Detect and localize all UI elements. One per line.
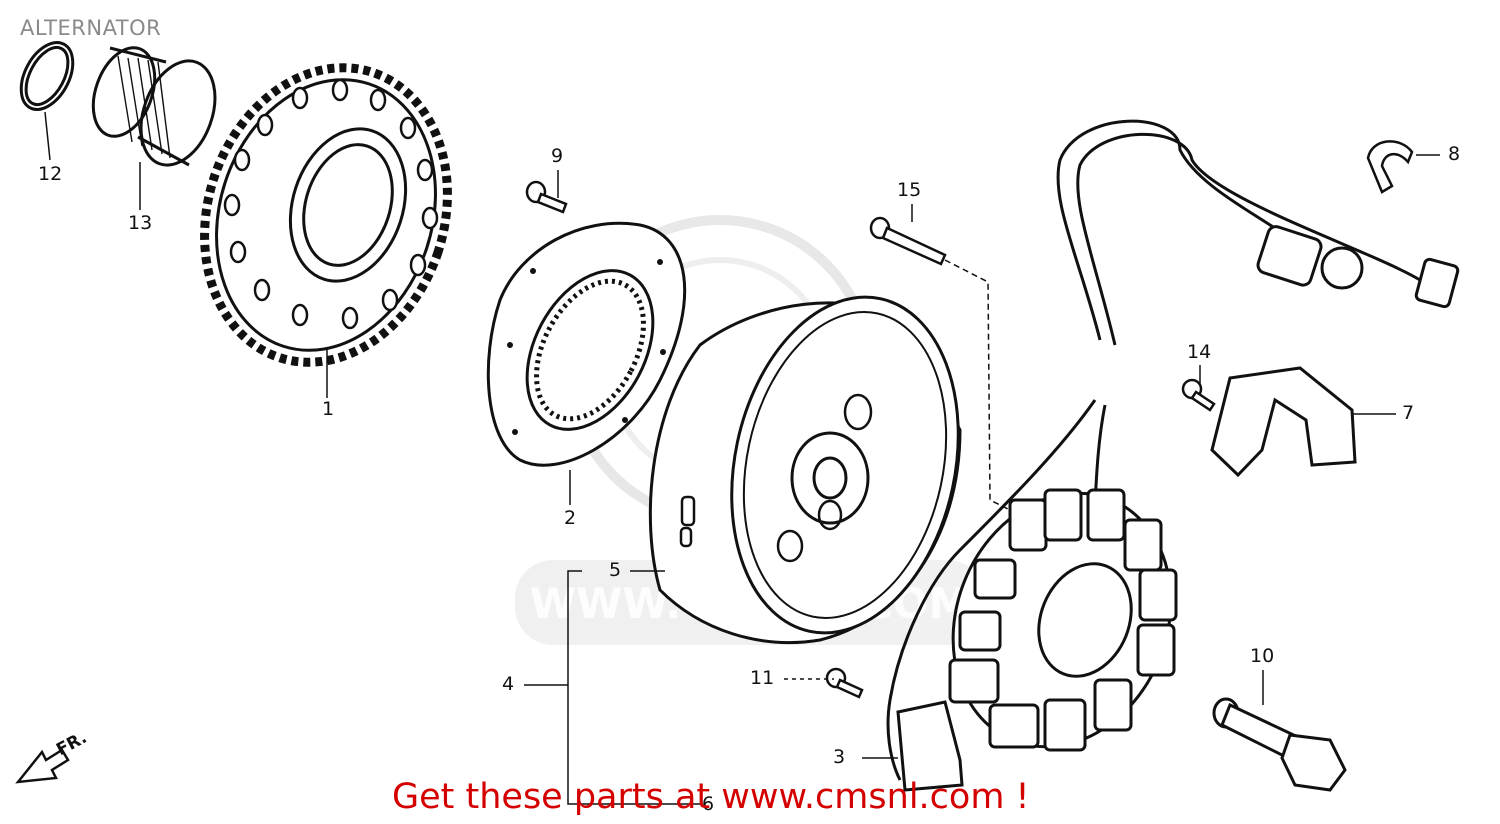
wire-clamp-part bbox=[1366, 140, 1414, 194]
callout-12: 12 bbox=[38, 163, 63, 185]
wire-harness-part bbox=[886, 119, 1421, 781]
callout-14: 14 bbox=[1187, 341, 1212, 363]
flywheel-part bbox=[648, 295, 962, 644]
callout-9: 9 bbox=[551, 145, 564, 167]
leader-lines bbox=[44, 111, 1440, 805]
callout-2: 2 bbox=[564, 507, 577, 529]
flywheel-bolt-part bbox=[1212, 697, 1347, 792]
callout-8: 8 bbox=[1448, 143, 1461, 165]
callout-1: 1 bbox=[322, 398, 335, 420]
coupler-part bbox=[1256, 225, 1460, 309]
starter-gear-part bbox=[200, 63, 452, 367]
callout-7: 7 bbox=[1402, 402, 1415, 424]
front-direction-arrow bbox=[15, 748, 70, 784]
callout-4: 4 bbox=[502, 673, 515, 695]
callout-10: 10 bbox=[1250, 645, 1275, 667]
bolt-part-11 bbox=[825, 667, 864, 699]
callout-3: 3 bbox=[833, 746, 846, 768]
bolt-part-15 bbox=[869, 216, 947, 266]
callout-6: 6 bbox=[702, 793, 715, 815]
callout-11: 11 bbox=[750, 667, 775, 689]
page-title: ALTERNATOR bbox=[20, 16, 162, 40]
bolt-part-14 bbox=[1181, 378, 1216, 412]
pulse-generator-part bbox=[896, 700, 964, 792]
callout-13: 13 bbox=[128, 212, 153, 234]
promo-link[interactable]: Get these parts at www.cmsnl.com ! bbox=[392, 777, 1030, 817]
callout-5: 5 bbox=[609, 559, 622, 581]
callout-15: 15 bbox=[897, 179, 922, 201]
stator-part bbox=[948, 488, 1178, 752]
wire-guide-part bbox=[1210, 366, 1357, 478]
bolt-part-9 bbox=[525, 180, 568, 214]
one-way-clutch-part bbox=[486, 221, 687, 467]
needle-bearing-part bbox=[91, 46, 217, 167]
snap-ring-part bbox=[19, 41, 75, 111]
